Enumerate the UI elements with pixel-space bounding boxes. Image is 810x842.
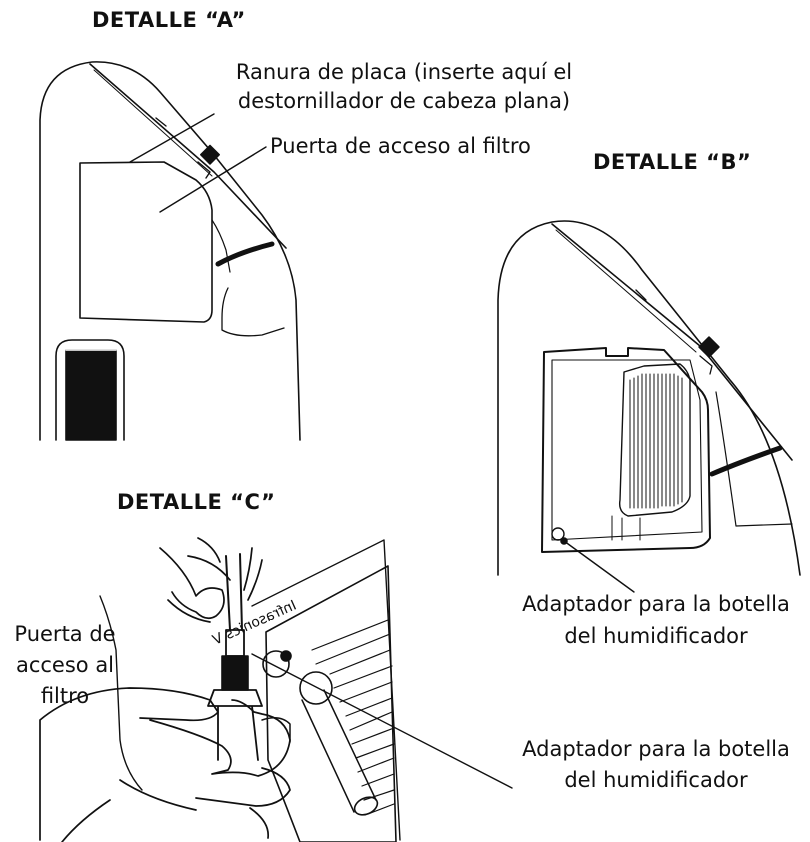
detail-b-drawing (497, 220, 801, 593)
detail-b-housing-outline (497, 220, 801, 576)
detail-a-seam-line (89, 63, 287, 249)
detail-c-cylinder (301, 689, 377, 813)
detail-a-filter-door-label: Puerta de acceso al filtro (270, 134, 531, 158)
detail-c-filter-door-line1: Puerta de (14, 622, 116, 646)
detail-a-drawing (39, 61, 301, 441)
detail-a-lower-block (65, 349, 117, 441)
detail-c-ventilator-panel (265, 565, 397, 842)
detail-a-housing-outline (39, 61, 301, 441)
detail-a-slot-leader (129, 113, 215, 163)
detail-b-adapter-leader (563, 540, 635, 593)
detail-b-filter-element (618, 363, 691, 517)
detail-c-upper-hand (159, 537, 263, 623)
detail-a-slot-label-line2: destornillador de cabeza plana) (237, 89, 571, 113)
detail-b-slot-marker (698, 336, 720, 358)
detail-a-title: DETALLE “A” (92, 8, 246, 32)
detail-c-connector-left (262, 650, 290, 678)
detail-c-adapter-connector (299, 671, 333, 705)
detail-c-filter-door-line3: filtro (40, 684, 90, 708)
detail-a-slot-label-line1: Ranura de placa (inserte aquí el (235, 60, 573, 84)
detail-c-adapter-leader (251, 653, 513, 789)
detail-a-door-leader (159, 146, 267, 213)
detail-b-title: DETALLE “B” (593, 150, 752, 174)
detail-c-door-leader (99, 595, 143, 791)
detail-c-adapter-label-line2: del humidificador (564, 768, 748, 792)
detail-b-open-door-frame (541, 347, 711, 553)
detail-a-handle (215, 241, 275, 267)
detail-c-drawing (39, 537, 513, 842)
detail-c-filter-door-line2: acceso al (15, 653, 115, 677)
detail-b-seam-line (551, 223, 793, 461)
detail-c-title: DETALLE “C” (117, 490, 276, 514)
detail-b-adapter-label-line1: Adaptador para la botella (522, 592, 790, 616)
detail-c-screwdriver (225, 553, 243, 631)
detail-c-lower-hand (39, 687, 291, 842)
detail-a-slot-marker (200, 144, 220, 165)
detail-b-filter-pleats (629, 373, 683, 509)
detail-c-panel-stripes (311, 619, 395, 815)
detail-b-handle (709, 445, 783, 477)
detail-a-filter-door (79, 161, 213, 323)
detail-b-adapter-label-line2: del humidificador (564, 624, 748, 648)
detail-b-adapter-knob (551, 527, 565, 541)
detail-c-adapter-label-line1: Adaptador para la botella (522, 737, 790, 761)
detail-a-lower-window (55, 339, 125, 441)
